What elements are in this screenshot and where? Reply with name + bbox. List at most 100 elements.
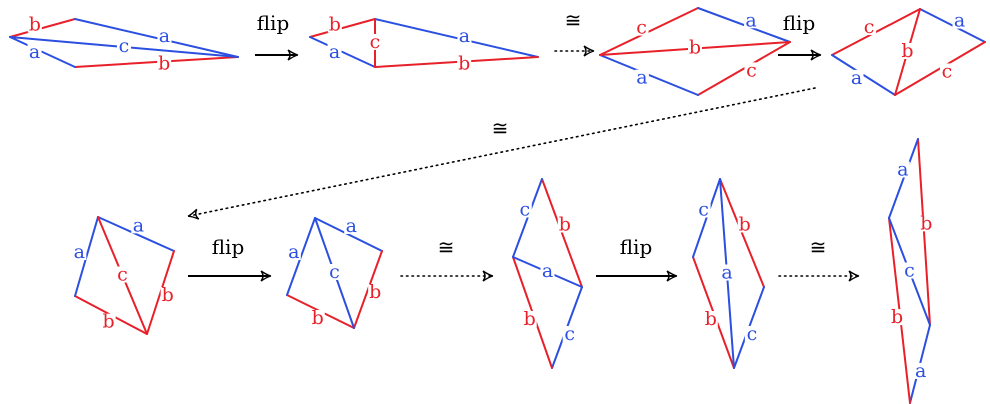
- edge-label-bg: [849, 69, 864, 86]
- edge-c: [512, 178, 543, 258]
- edge-label-bg: [101, 313, 116, 330]
- edge-a: [697, 7, 791, 43]
- edge-b: [309, 18, 376, 38]
- edge-label-bg: [327, 43, 342, 60]
- edge-label-b: b: [458, 52, 470, 74]
- edge-label-a: a: [851, 67, 862, 89]
- edge-label-a: a: [159, 25, 170, 47]
- transitions: flip≅flip≅flip≅flip≅: [187, 8, 860, 282]
- edge-c: [692, 178, 721, 258]
- congruent-arrow: ≅: [400, 235, 494, 282]
- edge-label-b: b: [689, 37, 701, 59]
- edge-label-b: b: [901, 40, 913, 62]
- edge-label-bg: [286, 243, 301, 260]
- congruent-label: ≅: [810, 235, 827, 259]
- edge-label-bg: [890, 309, 905, 326]
- edge-label-b: b: [329, 14, 341, 36]
- edge-label-bg: [157, 55, 172, 72]
- edge-label-b: b: [369, 281, 381, 303]
- edge-label-bg: [457, 28, 472, 45]
- edge-label-b: b: [162, 284, 174, 306]
- edge-a: [9, 36, 76, 68]
- edge-label-c: c: [329, 261, 340, 283]
- flip-label: flip: [212, 235, 245, 259]
- edge-b: [146, 250, 175, 335]
- edge-label-bg: [895, 161, 910, 178]
- arrow-line: [187, 87, 816, 220]
- edge-b: [917, 138, 931, 326]
- edge-label-bg: [457, 55, 472, 72]
- edge-a: [374, 18, 539, 58]
- edge-label-bg: [522, 311, 537, 328]
- edge-label-bg: [557, 216, 572, 233]
- edge-label-c: c: [746, 59, 757, 81]
- edge-label-a: a: [329, 41, 340, 63]
- edge-a: [309, 36, 376, 68]
- edge-a: [888, 138, 919, 219]
- edge-label-b: b: [524, 308, 536, 330]
- edge-b: [353, 250, 383, 329]
- edge-c: [599, 7, 699, 56]
- edge-label-bg: [344, 217, 359, 234]
- edge-b: [374, 56, 539, 68]
- congruent-arrow: ≅: [778, 235, 860, 282]
- edge-label-bg: [327, 264, 342, 280]
- edge-a: [74, 18, 239, 58]
- flip-label: flip: [257, 11, 290, 35]
- edge-label-bg: [634, 69, 649, 86]
- edge-label-bg: [688, 39, 702, 56]
- edge-label-bg: [368, 284, 383, 301]
- edge-label-bg: [517, 201, 532, 218]
- edge-label-b: b: [705, 308, 717, 330]
- edge-label-bg: [157, 28, 172, 45]
- edge-label-c: c: [942, 60, 953, 82]
- edge-label-bg: [900, 43, 915, 59]
- edge-label-b: b: [103, 311, 115, 333]
- edge-label-bg: [540, 263, 555, 279]
- edge-label-bg: [737, 216, 752, 233]
- edge-label-bg: [160, 286, 175, 303]
- edge-b: [719, 178, 765, 288]
- edge-label-a: a: [721, 262, 732, 284]
- flip-arrow: flip: [778, 11, 822, 61]
- edge-label-a: a: [346, 215, 357, 237]
- edge-label-b: b: [739, 213, 751, 235]
- edge-label-b: b: [559, 213, 571, 235]
- edge-label-bg: [115, 266, 130, 283]
- edge-label-bg: [744, 12, 759, 29]
- edge-a: [97, 216, 175, 252]
- edge-label-bg: [913, 362, 928, 379]
- edge-label-c: c: [698, 199, 709, 221]
- edge-label-bg: [327, 16, 342, 33]
- edge-label-c: c: [370, 31, 381, 53]
- edge-label-bg: [744, 325, 759, 342]
- edge-label-bg: [902, 262, 917, 279]
- edge-label-c: c: [519, 198, 530, 220]
- edge-label-bg: [939, 63, 954, 80]
- edge-c: [697, 41, 791, 96]
- edge-b: [74, 56, 239, 68]
- edge-label-c: c: [117, 264, 128, 286]
- edge-label-a: a: [288, 241, 299, 263]
- edge-label-b: b: [920, 212, 932, 234]
- edge-label-b: b: [158, 52, 170, 74]
- edge-label-a: a: [542, 260, 553, 282]
- edge-a: [599, 54, 699, 96]
- flip-label: flip: [620, 235, 653, 259]
- edge-label-a: a: [29, 41, 40, 63]
- edge-label-bg: [703, 311, 718, 328]
- edge-label-bg: [368, 34, 382, 50]
- edge-a: [286, 217, 316, 296]
- edge-label-bg: [310, 310, 325, 327]
- flip-arrow: flip: [255, 11, 299, 61]
- edge-label-bg: [634, 19, 649, 36]
- edge-label-a: a: [459, 25, 470, 47]
